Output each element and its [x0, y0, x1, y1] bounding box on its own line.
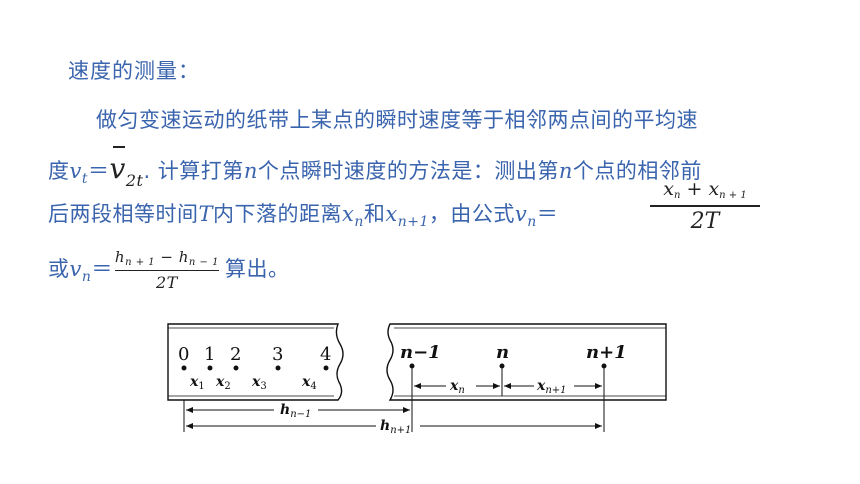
- equals-sign: ＝: [91, 257, 113, 282]
- tape-dot: [181, 365, 187, 371]
- formula-numerator: xn + xn + 1: [663, 178, 747, 201]
- math-sub-n: n: [354, 214, 364, 230]
- math-n: n: [243, 159, 258, 183]
- math-sub-2t: 2t: [125, 171, 144, 190]
- math-sub-t: t: [81, 171, 89, 187]
- tape-dot: [207, 365, 213, 371]
- dimension-h-prev: hn−1: [186, 402, 410, 420]
- math-sub-n-plus-1: n+1: [397, 214, 429, 230]
- math-sub-n: n: [527, 214, 537, 230]
- text-run: ，由公式: [428, 202, 515, 226]
- dimension-xn1: xn+1: [504, 378, 602, 396]
- math-v: v: [69, 257, 82, 282]
- segment-label-x3: x3: [251, 374, 267, 392]
- math-x: x: [385, 202, 398, 226]
- point-label-n-minus-1: n−1: [400, 342, 441, 363]
- formula-denominator: 2T: [156, 273, 178, 293]
- section-heading: 速度的测量：: [68, 59, 200, 83]
- math-v: v: [69, 159, 82, 183]
- text-run: 个点瞬时速度的方法是：测出第: [257, 159, 559, 183]
- math-v: v: [514, 202, 528, 226]
- dimension-xn: xn: [414, 378, 500, 396]
- dimension-label-xn1: xn+1: [536, 378, 567, 396]
- left-tape: [167, 323, 344, 401]
- point-label-0: 0: [178, 344, 189, 365]
- dimension-h-next: hn+1: [186, 418, 602, 436]
- tape-dot: [323, 365, 329, 371]
- point-label-2: 2: [230, 344, 241, 365]
- text-run: 和: [363, 202, 386, 226]
- text-run: 做匀变速运动的纸带上某点的瞬时速度等于相邻两点间的平均速: [96, 108, 698, 132]
- formula-average-x: xn + xn + 1 2T: [650, 178, 760, 234]
- dimension-label-xn: xn: [449, 378, 465, 396]
- paragraph-line-1: 做匀变速运动的纸带上某点的瞬时速度等于相邻两点间的平均速: [96, 104, 698, 134]
- formula-numerator: hn + 1 − hn − 1: [114, 248, 219, 268]
- equals-sign: ＝: [536, 202, 559, 226]
- dimension-label-h-next: hn+1: [380, 418, 411, 436]
- dimension-label-h-prev: hn−1: [280, 402, 311, 420]
- point-label-n: n: [496, 342, 509, 363]
- math-n: n: [558, 159, 573, 183]
- paragraph-line-2: 度vt＝v2t. 计算打第n个点瞬时速度的方法是：测出第n个点的相邻前: [48, 146, 702, 190]
- segment-label-x2: x2: [215, 374, 231, 392]
- fraction-bar: [650, 205, 760, 207]
- point-label-1: 1: [204, 344, 215, 365]
- equals-sign: ＝: [88, 159, 110, 183]
- fraction-bar: [114, 270, 219, 272]
- right-tape: [386, 323, 667, 401]
- text-run: 后两段相等时间: [48, 202, 199, 226]
- text-run: 或: [48, 257, 70, 282]
- segment-label-x4: x4: [301, 374, 317, 392]
- point-label-n-plus-1: n+1: [586, 342, 627, 363]
- formula-average-h: hn + 1 − hn − 1 2T: [114, 248, 219, 293]
- text-run: 算出。: [224, 257, 290, 282]
- text-run: . 计算打第: [143, 159, 244, 183]
- text-run: 个点的相邻前: [572, 159, 702, 183]
- formula-denominator: 2T: [690, 208, 720, 234]
- text-run: 内下落的距离: [213, 202, 343, 226]
- point-label-3: 3: [272, 344, 283, 365]
- paragraph-line-3: 后两段相等时间T内下落的距离xn和xn+1，由公式vn＝: [48, 198, 558, 230]
- text-run: 度: [48, 159, 70, 183]
- segment-label-x1: x1: [189, 374, 205, 392]
- tape-dot: [275, 365, 281, 371]
- math-sub-n: n: [81, 269, 92, 286]
- math-x: x: [342, 202, 355, 226]
- tape-dot: [233, 365, 239, 371]
- point-label-4: 4: [320, 344, 331, 365]
- paragraph-line-4: 或vn＝hn + 1 − hn − 1 2T 算出。: [48, 248, 289, 292]
- math-v-bar: v: [109, 146, 126, 185]
- math-T: T: [198, 202, 214, 226]
